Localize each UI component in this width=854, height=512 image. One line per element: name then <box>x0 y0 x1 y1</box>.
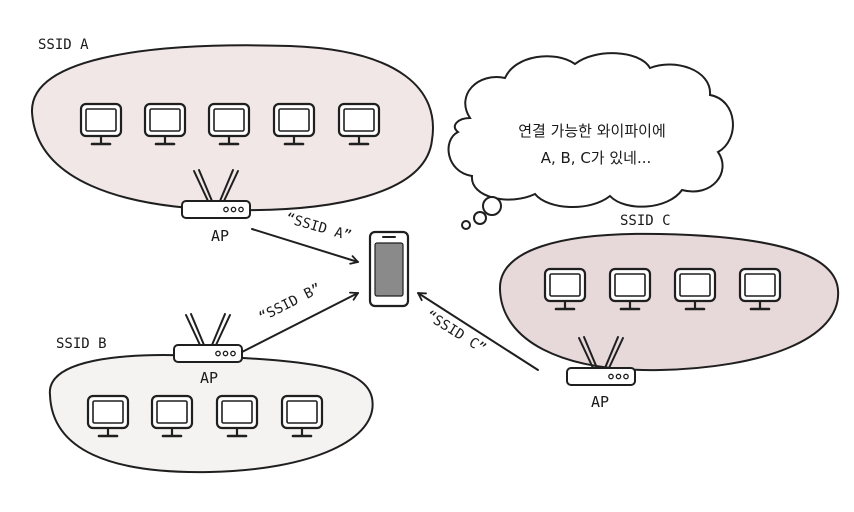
thought-line-2: A, B, C가 있네... <box>541 149 652 167</box>
network-c-ap-label: AP <box>591 393 609 411</box>
thought-line-1: 연결 가능한 와이파이에 <box>518 122 666 140</box>
network-b-cloud <box>48 354 374 474</box>
network-b <box>48 313 374 474</box>
network-c-name: SSID C <box>620 213 671 229</box>
router-icon <box>173 313 243 363</box>
network-a <box>30 44 434 219</box>
network-c <box>498 232 840 386</box>
thought-dot <box>473 211 487 225</box>
thought-dot <box>461 220 471 230</box>
signal-label-a: “SSID A” <box>284 210 353 244</box>
signal-label-b: “SSID B” <box>257 281 324 326</box>
signal-arrow-b <box>241 291 359 353</box>
thought-dot <box>482 196 502 216</box>
smartphone-icon <box>368 230 410 308</box>
network-a-name: SSID A <box>38 37 89 53</box>
network-b-name: SSID B <box>56 336 107 352</box>
thought-bubble: 연결 가능한 와이파이에 A, B, C가 있네... <box>447 52 734 230</box>
thought-cloud <box>447 52 734 208</box>
network-a-ap-label: AP <box>211 227 229 245</box>
network-b-ap-label: AP <box>200 369 218 387</box>
signal-arrow-c <box>417 292 539 371</box>
signal-arrow-a <box>251 228 359 265</box>
